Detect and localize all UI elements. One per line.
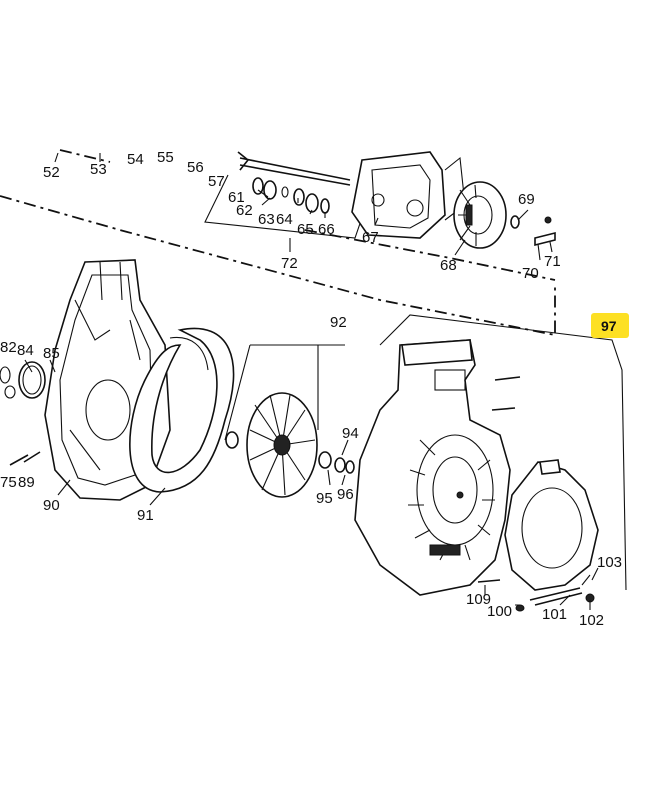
callout-55: 55 (157, 149, 174, 166)
callout-102: 102 (579, 612, 604, 629)
blower-housing-part-97 (354, 339, 521, 596)
callout-57: 57 (208, 173, 225, 190)
engine-upper-assembly (204, 151, 556, 252)
callout-89: 89 (18, 474, 35, 491)
callout-90: 90 (43, 497, 60, 514)
callout-69: 69 (518, 191, 535, 208)
callout-64: 64 (276, 211, 293, 228)
callout-66: 66 (318, 221, 335, 238)
assembly-frame-97 (379, 314, 627, 591)
callout-109: 109 (466, 591, 491, 608)
callout-65: 65 (297, 221, 314, 238)
callout-72: 72 (281, 255, 298, 272)
assembly-dash-line-1 (0, 195, 556, 337)
callout-56: 56 (187, 159, 204, 176)
impeller-part-92 (224, 344, 355, 498)
callout-100: 100 (487, 603, 512, 620)
callout-92: 92 (330, 314, 347, 331)
callout-61: 61 (228, 189, 245, 206)
callout-53: 53 (90, 161, 107, 178)
callout-96: 96 (337, 486, 354, 503)
callout-103: 103 (597, 554, 622, 571)
assembly-dash-line-2 (59, 149, 556, 281)
callout-85: 85 (43, 345, 60, 362)
callout-95: 95 (316, 490, 333, 507)
callout-68: 68 (440, 257, 457, 274)
callout-101: 101 (542, 606, 567, 623)
callout-97: 97 (601, 318, 617, 334)
leader-lines (24, 152, 599, 610)
callout-labels: 52 53 54 55 56 57 61 62 63 64 65 66 67 6… (0, 149, 622, 629)
callout-82: 82 (0, 339, 17, 356)
callout-63: 63 (258, 211, 275, 228)
callout-75: 75 (0, 474, 17, 491)
callout-84: 84 (17, 342, 34, 359)
callout-70: 70 (522, 265, 539, 282)
callout-91: 91 (137, 507, 154, 524)
callout-54: 54 (127, 151, 144, 168)
callout-62: 62 (236, 202, 253, 219)
callout-71: 71 (544, 253, 561, 270)
callout-52: 52 (43, 164, 60, 181)
callout-94: 94 (342, 425, 359, 442)
scroll-band-part-91 (129, 327, 235, 493)
intake-cover-part (504, 459, 599, 612)
callout-97-highlight (591, 313, 629, 338)
callout-67: 67 (362, 229, 379, 246)
